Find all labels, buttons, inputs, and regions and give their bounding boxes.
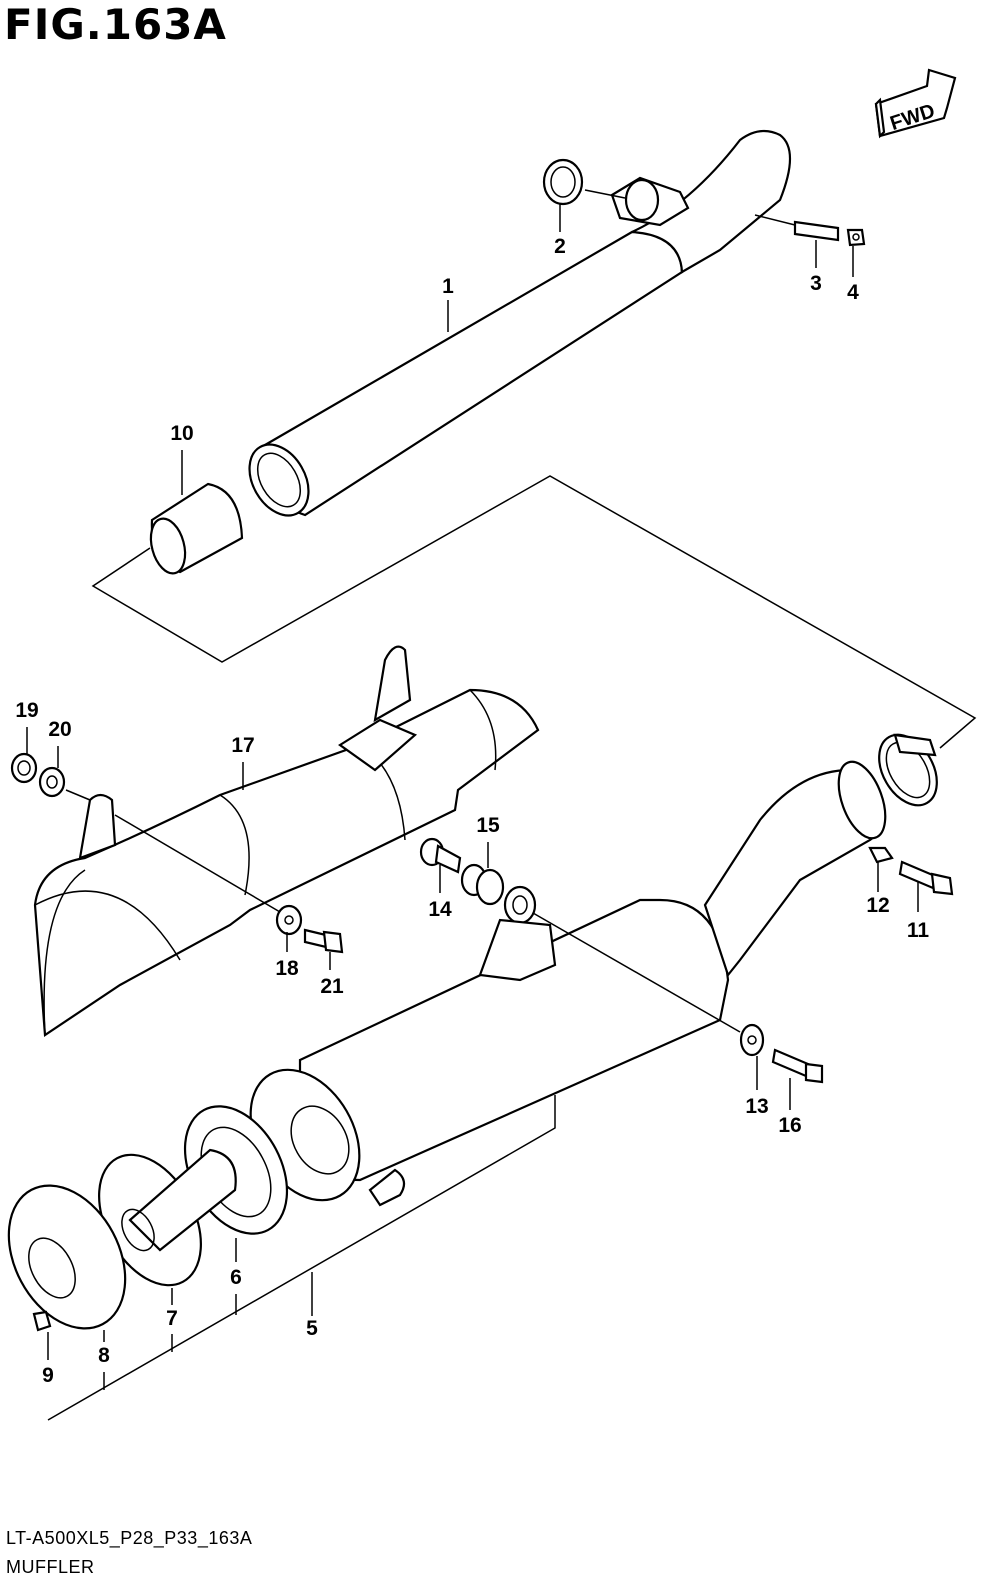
leader-lines <box>26 189 919 1421</box>
forward-arrow-icon: FWD <box>874 68 957 139</box>
callout-3: 3 <box>810 272 822 295</box>
part-gasket <box>542 158 584 206</box>
figure-title: FIG.163A <box>4 0 227 49</box>
part-sleeve <box>149 482 244 575</box>
callout-15: 15 <box>476 814 500 837</box>
part-bolt-grommet-14-15 <box>419 837 537 925</box>
part-washer-bolt-18-21 <box>275 904 344 954</box>
callout-11: 11 <box>906 919 930 942</box>
callout-10: 10 <box>170 422 194 445</box>
part-exhaust-pipe <box>248 129 791 517</box>
part-muffler <box>249 760 887 1207</box>
part-grommet-collar <box>10 752 66 798</box>
part-heat-shield <box>33 645 540 1037</box>
assembly-outline <box>91 475 977 749</box>
callout-5: 5 <box>306 1317 318 1340</box>
callout-19: 19 <box>15 699 39 722</box>
callout-13: 13 <box>745 1095 769 1118</box>
section-name: MUFFLER <box>6 1557 95 1577</box>
callout-1: 1 <box>442 275 454 298</box>
part-washer-bolt-13-16 <box>739 1023 824 1084</box>
callout-21: 21 <box>320 975 344 998</box>
callout-9: 9 <box>42 1364 54 1387</box>
part-screw <box>32 1310 52 1332</box>
model-code: LT-A500XL5_P28_P33_163A <box>6 1528 253 1548</box>
callout-12: 12 <box>866 894 890 917</box>
callout-17: 17 <box>231 734 255 757</box>
callout-7: 7 <box>166 1307 178 1330</box>
part-spacer-bolt-11-12 <box>868 846 954 896</box>
part-clamp <box>878 733 938 807</box>
callout-20: 20 <box>48 718 72 741</box>
callout-14: 14 <box>428 898 452 921</box>
callout-8: 8 <box>98 1344 110 1367</box>
part-stud-and-nut <box>793 220 866 247</box>
part-spark-arrester <box>98 1148 237 1287</box>
callout-18: 18 <box>275 957 299 980</box>
callout-4: 4 <box>847 281 859 304</box>
callout-6: 6 <box>230 1266 242 1289</box>
callout-2: 2 <box>554 235 566 258</box>
callout-16: 16 <box>778 1114 802 1137</box>
part-end-cap <box>7 1184 127 1330</box>
